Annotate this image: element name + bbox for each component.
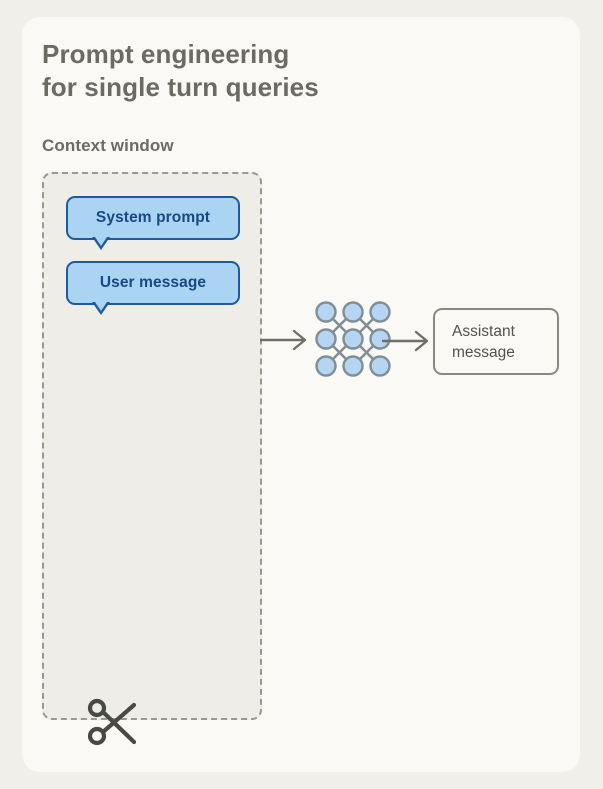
arrow-right-icon-input [260,329,307,351]
page-title-line-1: Prompt engineering [42,39,290,69]
message-bubble-system-prompt[interactable]: System prompt [66,196,240,250]
page-title-line-2: for single turn queries [42,72,319,102]
message-bubble-system-prompt-label: System prompt [95,209,211,226]
assistant-message-line-1: Assistant [452,322,515,340]
context-window-box [42,172,262,720]
message-bubble-user-message[interactable]: User message [66,261,240,315]
bubble-tail-icon [92,301,110,315]
neural-network-icon [315,301,391,377]
assistant-message-line-2: message [452,343,515,361]
context-window-label: Context window [42,136,174,155]
assistant-message-box[interactable]: Assistant message [433,308,559,375]
arrow-right-icon-output [382,330,429,352]
bubble-tail-icon [92,236,110,250]
scissors-icon [87,698,137,746]
page-title: Prompt engineering for single turn queri… [42,38,502,104]
message-bubble-user-message-label: User message [99,274,207,291]
